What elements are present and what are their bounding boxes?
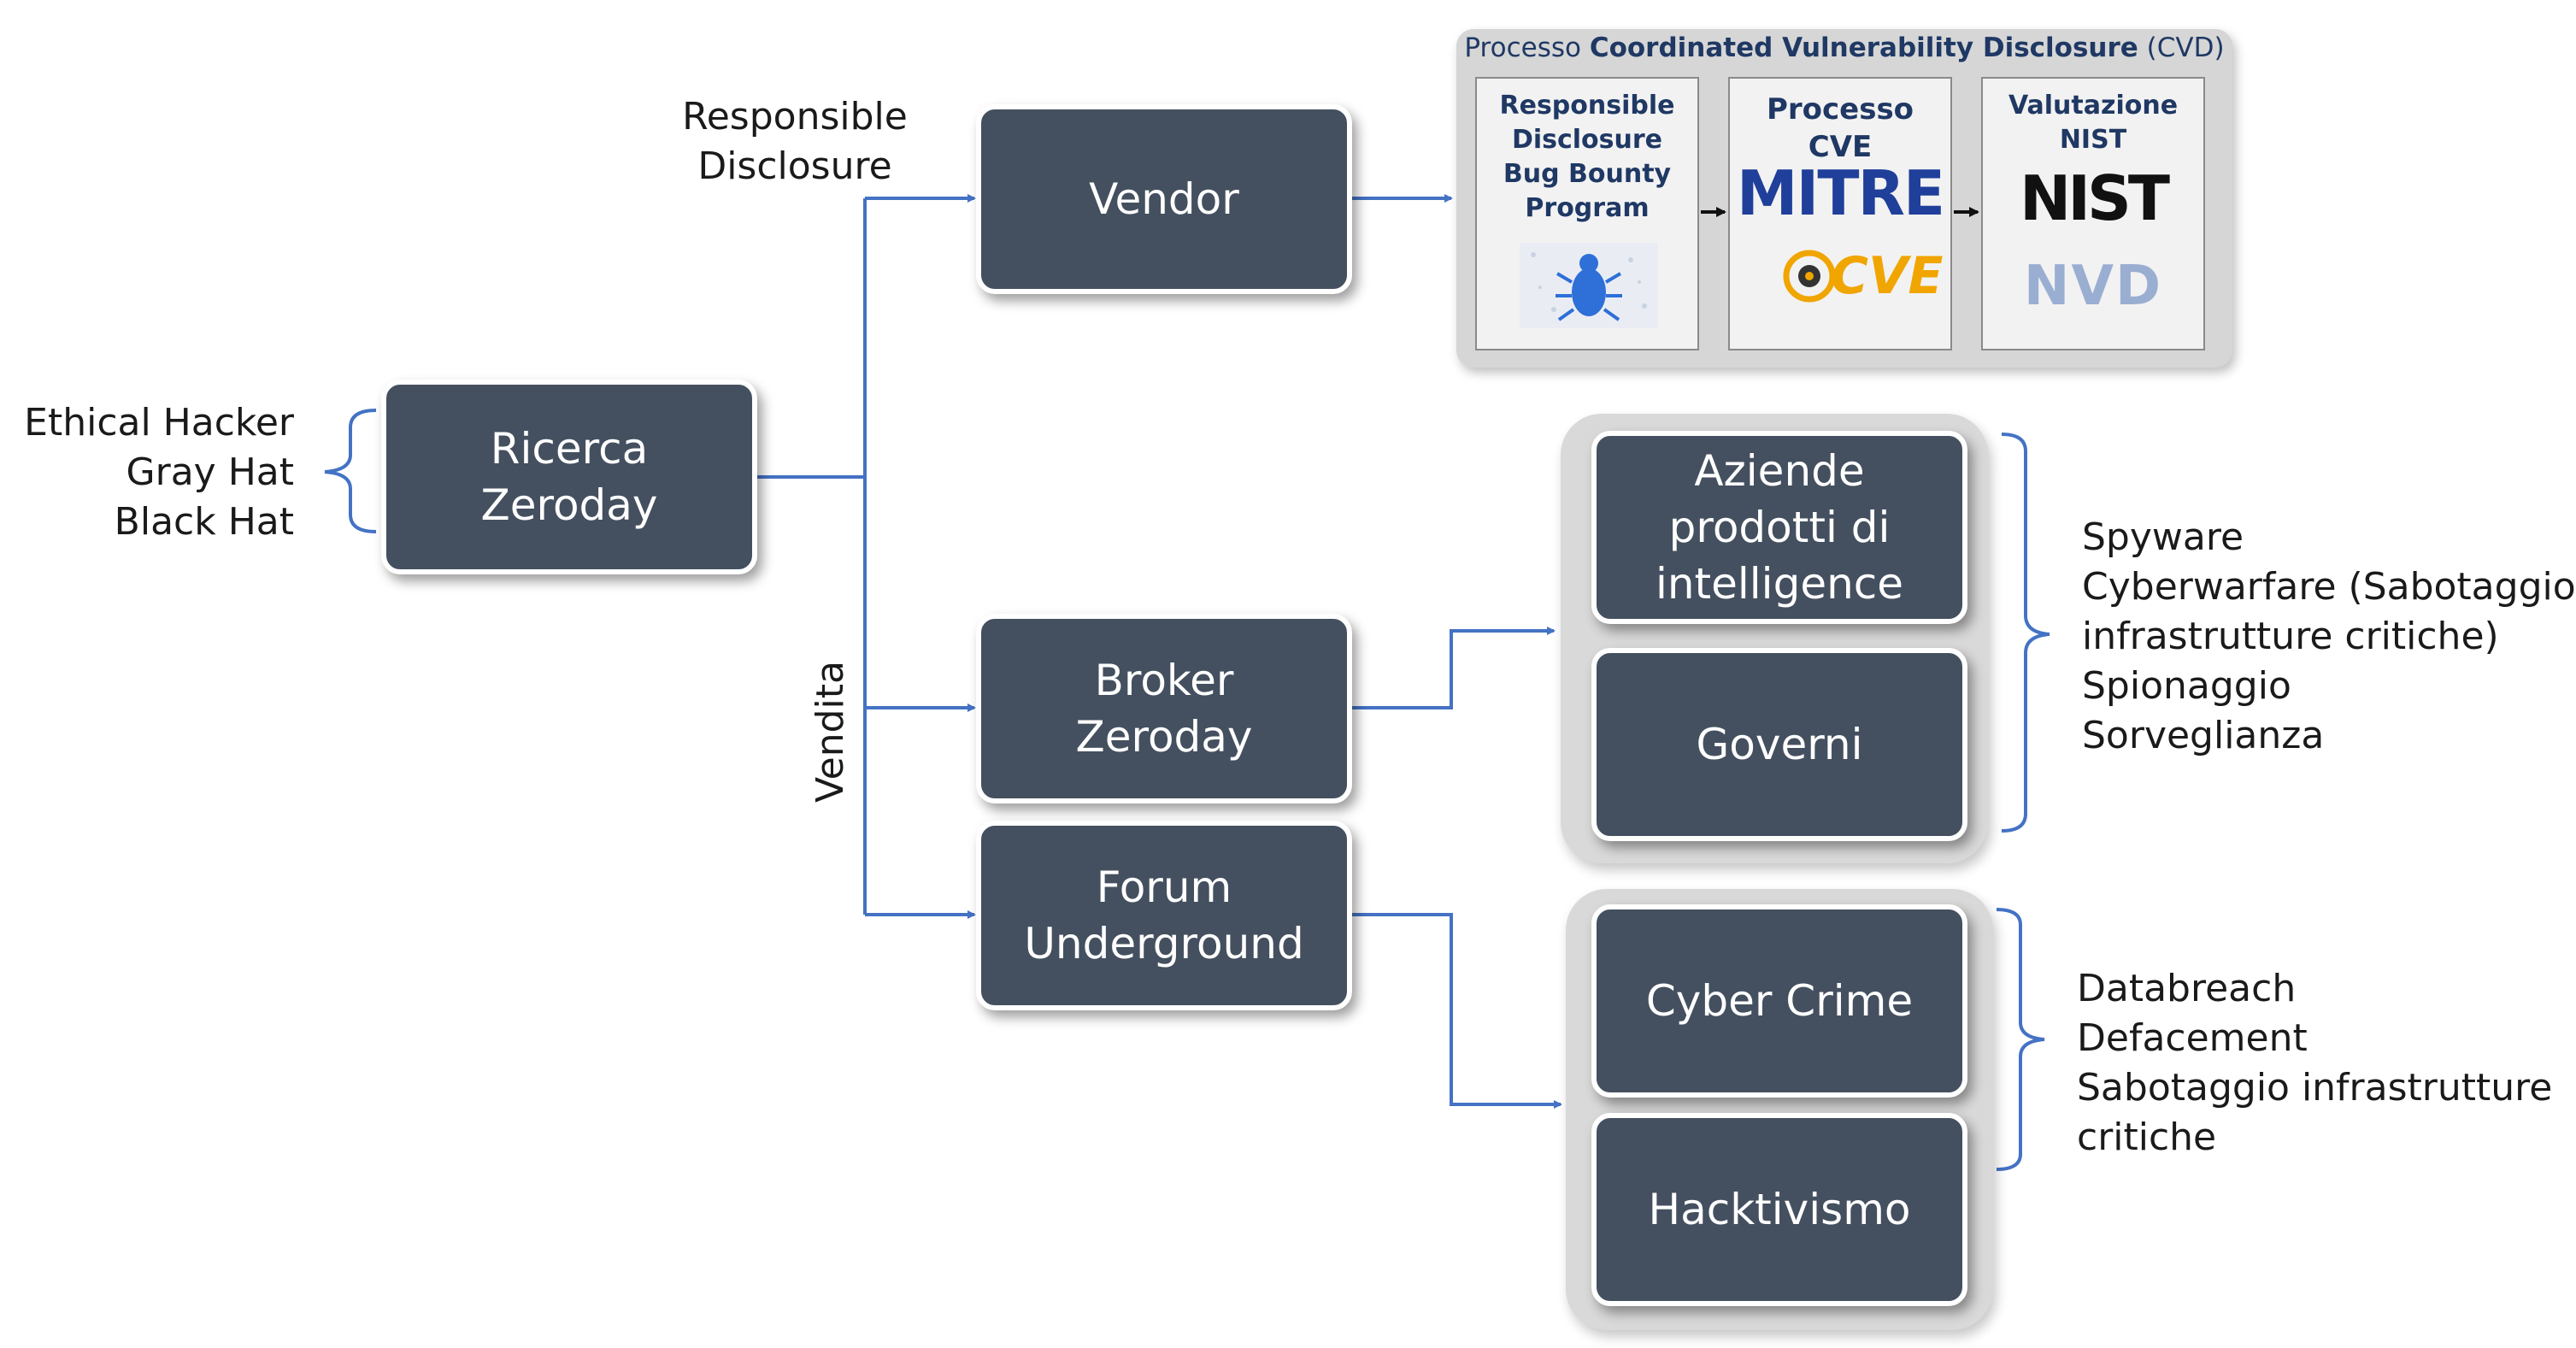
cve-logo-mark (1783, 250, 1836, 303)
cve-logo: CVE (1831, 246, 1944, 306)
label-responsible-disclosure: Responsible Disclosure (682, 95, 908, 188)
cvd-box-processo-cve: Processo CVE MITRE CVE (1728, 77, 1952, 350)
brace-crime-outcomes (1996, 908, 2045, 1171)
node-ricerca-zeroday: Ricerca Zeroday (381, 380, 757, 574)
brace-actors (324, 409, 377, 533)
outcomes-crime-list: Databreach Defacement Sabotaggio infrast… (2077, 967, 2553, 1159)
node-hacktivismo: Hacktivismo (1591, 1113, 1967, 1306)
outcomes-state-list: Spyware Cyberwarfare (Sabotaggio infrast… (2082, 515, 2576, 757)
node-forum-underground: Forum Underground (976, 821, 1352, 1010)
mitre-logo: MITRE (1736, 157, 1945, 229)
edge-forum-crime (1347, 913, 1562, 1109)
actor-black: Black Hat (114, 500, 294, 544)
bug-icon (1520, 243, 1658, 328)
label-vendita: Vendita (809, 660, 852, 804)
cvd-flow-arrows (1701, 207, 1979, 217)
node-vendor: Vendor (976, 104, 1352, 294)
actor-gray: Gray Hat (126, 450, 294, 494)
node-governi: Governi (1591, 648, 1967, 841)
node-ricerca-line1: Ricerca (490, 424, 649, 474)
node-broker-zeroday: Broker Zeroday (976, 614, 1352, 804)
actor-ethical: Ethical Hacker (24, 401, 294, 444)
nvd-logo: NVD (2023, 255, 2163, 318)
cvd-title: Processo Coordinated Vulnerability Discl… (1464, 32, 2225, 63)
edge-broker-state (1347, 627, 1556, 709)
actors-list: Ethical Hacker Gray Hat Black Hat (17, 398, 294, 547)
cvd-process-panel: Processo Coordinated Vulnerability Discl… (1456, 29, 2232, 368)
brace-state-outcomes (2001, 433, 2050, 833)
nist-logo: NIST (2019, 162, 2170, 234)
node-cyber-crime: Cyber Crime (1591, 904, 1967, 1098)
cvd-box2-heading: Processo CVE (1766, 92, 1914, 164)
node-ricerca-line2: Zeroday (480, 480, 658, 530)
